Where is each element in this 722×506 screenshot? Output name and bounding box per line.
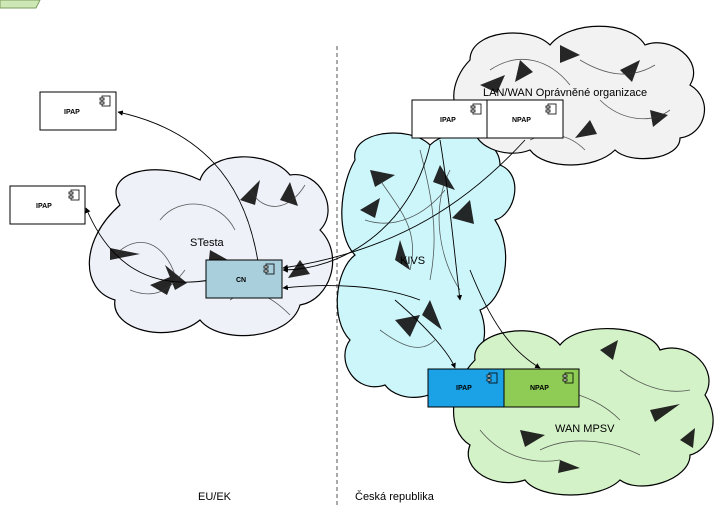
node-label: NPAP <box>512 117 531 124</box>
node-ipap-mid-left[interactable]: IPAP <box>9 185 86 225</box>
node-cn[interactable]: CN <box>205 259 283 299</box>
connector-lanwan-to-cn <box>282 139 526 270</box>
node-npap-lanwan[interactable]: NPAP <box>486 99 564 139</box>
cloud-label-stesta: STesta <box>190 237 225 249</box>
region-label-eu: EU/EK <box>198 491 232 503</box>
connectors <box>85 110 541 369</box>
node-label: IPAP <box>36 203 52 210</box>
node-label: CN <box>236 277 246 284</box>
wanmpsv-cloud <box>452 328 714 496</box>
corner-fragment <box>0 0 41 9</box>
node-label: NPAP <box>530 385 549 392</box>
node-label: IPAP <box>440 117 456 124</box>
cloud-label-kivs: KIVS <box>400 255 425 267</box>
region-label-cz: Česká republika <box>355 490 435 503</box>
connector-kivs-to-npap-mpsv <box>469 269 541 369</box>
node-label: IPAP <box>64 109 80 116</box>
connector-kivs-to-cn-top <box>282 144 431 273</box>
node-ipap-top-left[interactable]: IPAP <box>39 91 117 131</box>
node-npap-mpsv[interactable]: NPAP <box>503 368 580 408</box>
connector-kivs-to-cn-low <box>282 284 421 301</box>
cloud-label-lanwan: LAN/WAN Oprávněné organizace <box>483 87 647 99</box>
connector-cn-to-ipap-mid <box>85 207 211 283</box>
connector-kivs-to-ipap-mpsv <box>394 299 456 369</box>
node-ipap-lanwan[interactable]: IPAP <box>411 99 488 139</box>
connector-cn-to-ipap-top <box>117 110 259 263</box>
node-ipap-mpsv[interactable]: IPAP <box>427 368 505 408</box>
kivs-cloud <box>336 132 516 398</box>
node-label: IPAP <box>456 385 472 392</box>
connector-ipap-lanwan-to-kivs <box>439 139 463 301</box>
cloud-label-wanmpsv: WAN MPSV <box>555 423 615 435</box>
